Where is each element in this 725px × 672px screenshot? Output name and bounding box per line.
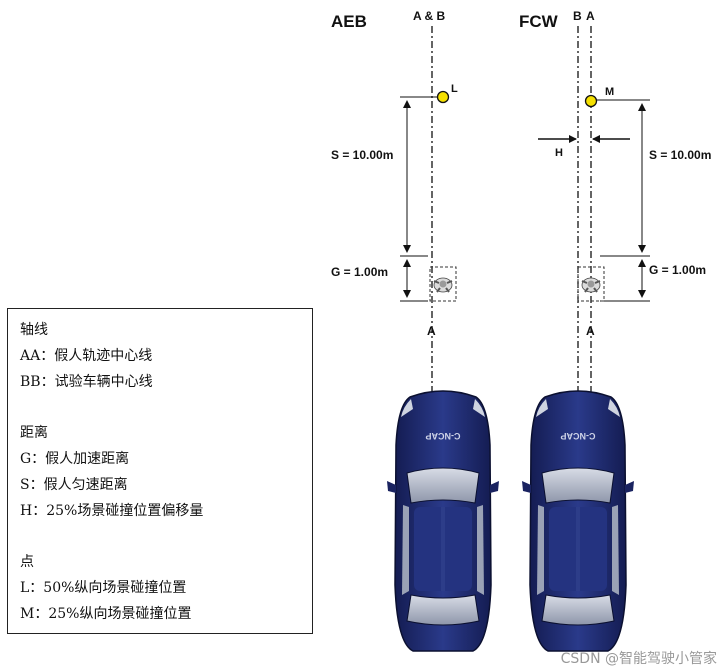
aeb-title: AEB	[331, 12, 367, 31]
aeb-car-hood-text: C-NCAP	[426, 431, 461, 441]
aeb-test-vehicle: C-NCAP	[387, 390, 499, 652]
fcw-axis-bottom-label: A	[586, 324, 595, 338]
legend-item-bb: BB：试验车辆中心线	[20, 374, 153, 390]
aeb-point-l	[436, 90, 450, 104]
legend-section-axes: 轴线	[20, 322, 48, 338]
aeb-axis-top-label: A & B	[413, 9, 446, 23]
aeb-dummy-target	[429, 266, 457, 302]
aeb-point-label: L	[451, 83, 458, 95]
fcw-g-label: G = 1.00m	[649, 263, 706, 277]
legend-item-m: M：25%纵向场景碰撞位置	[20, 606, 192, 622]
legend-item-aa: AA：假人轨迹中心线	[20, 348, 153, 364]
legend-item-h: H：25%场景碰撞位置偏移量	[20, 503, 204, 519]
fcw-point-m	[584, 94, 598, 108]
legend-item-l: L：50%纵向场景碰撞位置	[20, 580, 187, 596]
fcw-offset-label: H	[555, 147, 563, 159]
aeb-diagram: AEB A & B A L S = 10.00m G = 1.00m	[331, 9, 499, 652]
fcw-point-label: M	[605, 86, 614, 98]
fcw-title: FCW	[519, 12, 559, 31]
legend-item-s: S：假人匀速距离	[20, 477, 128, 493]
legend-section-distance: 距离	[20, 425, 48, 441]
legend-section-points: 点	[20, 554, 34, 570]
legend-box: 轴线 AA：假人轨迹中心线 BB：试验车辆中心线 距离 G：假人加速距离 S：假…	[7, 308, 313, 634]
fcw-s-label: S = 10.00m	[649, 148, 711, 162]
fcw-test-vehicle: C-NCAP	[522, 390, 634, 652]
fcw-axis-b-label: B	[573, 9, 582, 23]
aeb-axis-bottom-label: A	[427, 324, 436, 338]
aeb-g-label: G = 1.00m	[331, 265, 388, 279]
fcw-dummy-target	[577, 266, 605, 302]
watermark: CSDN @智能驾驶小管家	[560, 651, 717, 667]
aeb-s-label: S = 10.00m	[331, 148, 393, 162]
fcw-diagram: FCW B A A H M S = 10.00m G = 1.00m	[519, 9, 711, 652]
fcw-car-hood-text: C-NCAP	[561, 431, 596, 441]
fcw-axis-a-label: A	[586, 9, 595, 23]
legend-item-g: G：假人加速距离	[20, 451, 130, 467]
